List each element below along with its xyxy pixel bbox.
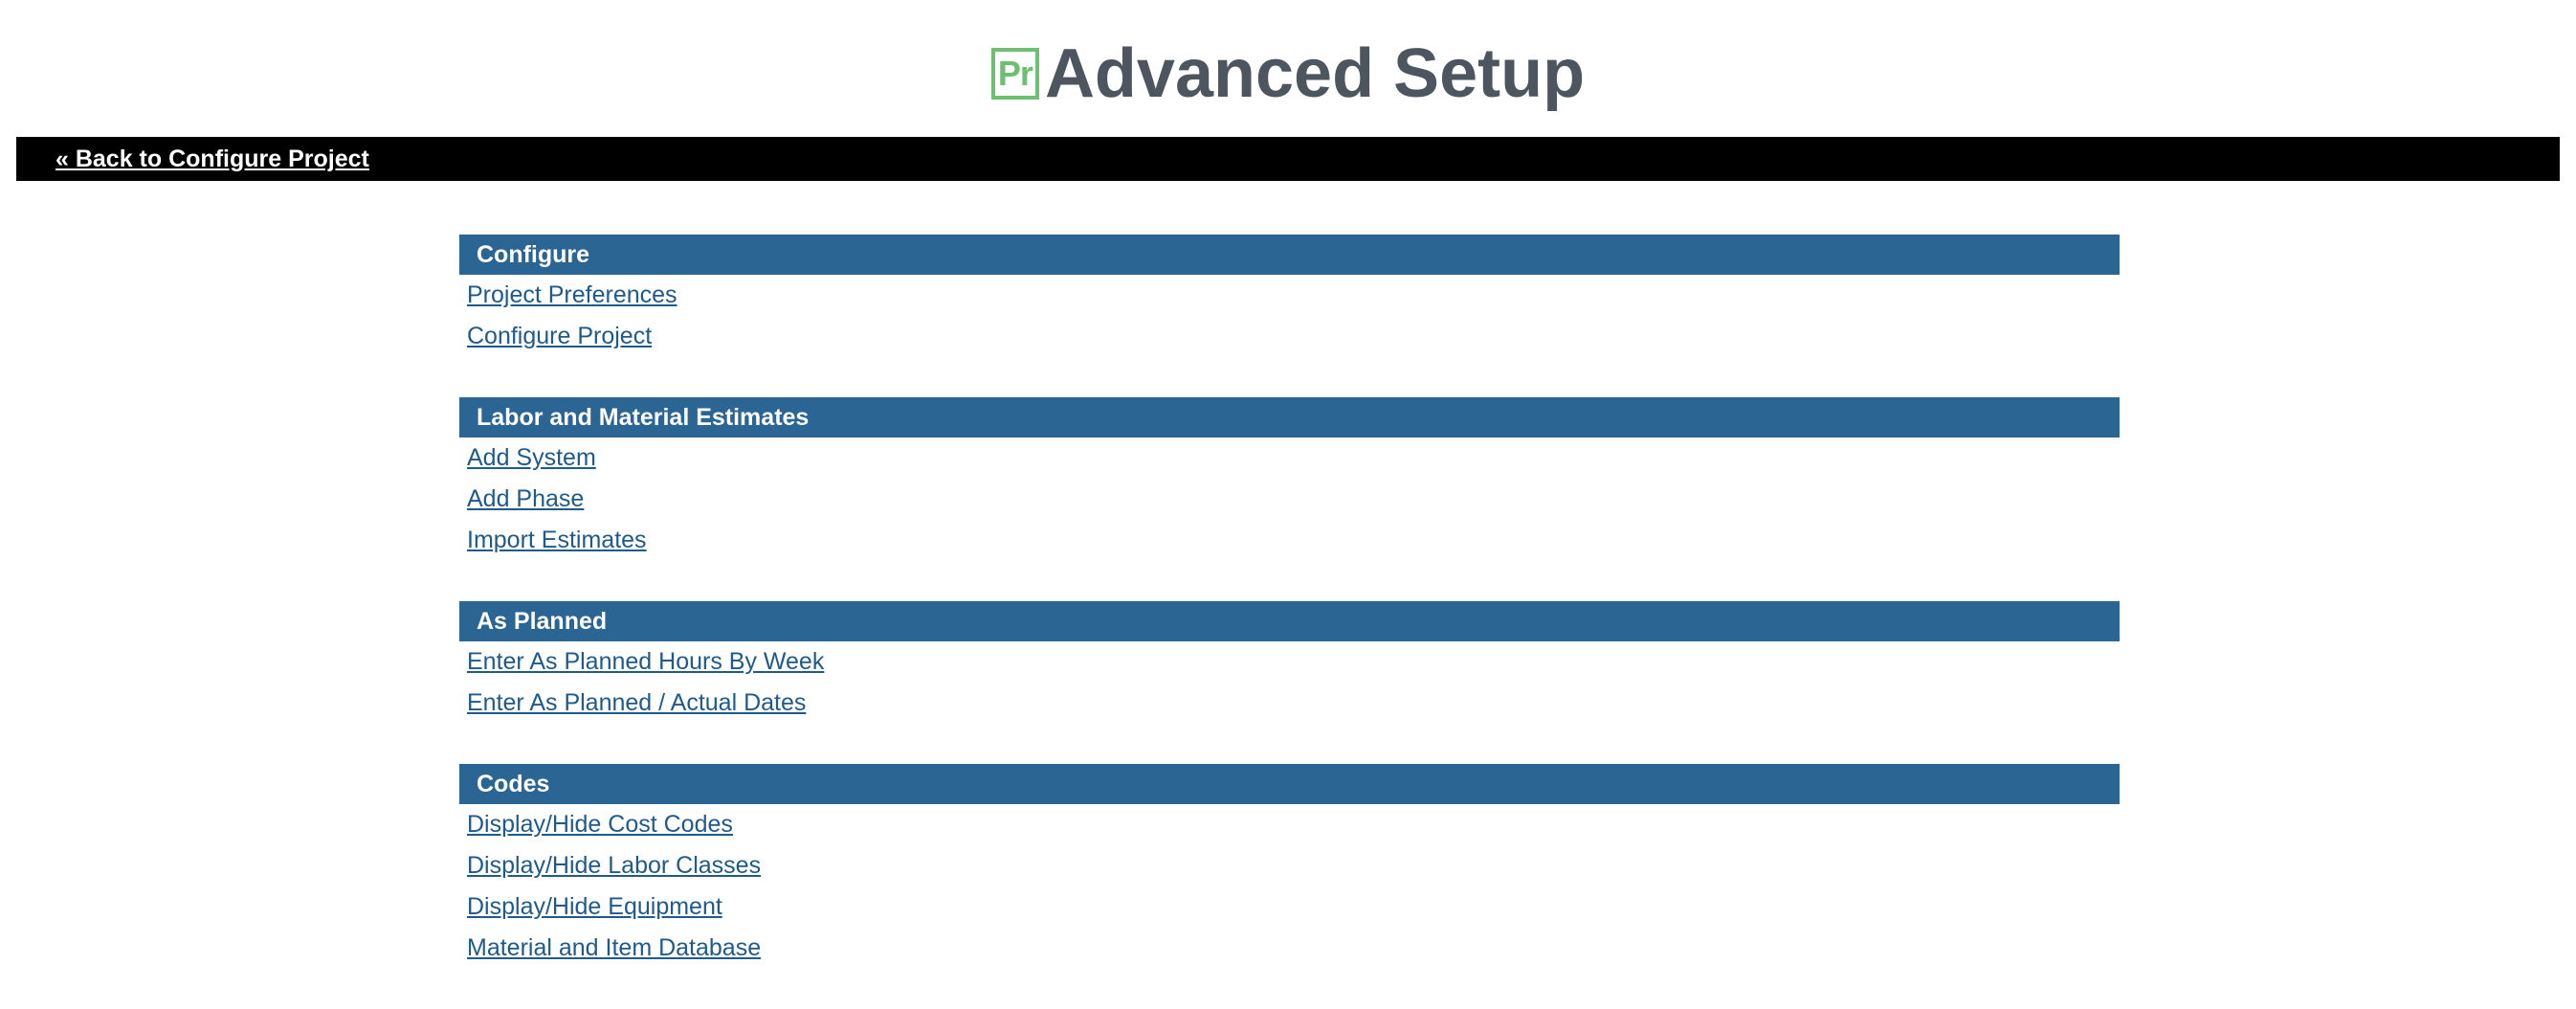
section-header-configure: Configure [459, 235, 2120, 275]
display-hide-cost-codes-link[interactable]: Display/Hide Cost Codes [467, 811, 733, 838]
setup-sections: Configure Project Preferences Configure … [459, 235, 2120, 1009]
section-header-labor-material-estimates: Labor and Material Estimates [459, 397, 2120, 437]
material-item-database-link[interactable]: Material and Item Database [467, 934, 762, 961]
link-list: Enter As Planned Hours By Week Enter As … [459, 641, 2120, 724]
section-codes: Codes Display/Hide Cost Codes Display/Hi… [459, 764, 2120, 969]
list-item: Display/Hide Labor Classes [459, 845, 2120, 886]
link-list: Display/Hide Cost Codes Display/Hide Lab… [459, 804, 2120, 969]
list-item: Display/Hide Cost Codes [459, 804, 2120, 845]
section-header-as-planned: As Planned [459, 601, 2120, 641]
back-to-configure-project-link[interactable]: « Back to Configure Project [56, 146, 369, 172]
page-title: Advanced Setup [1044, 35, 1586, 112]
top-nav-bar: « Back to Configure Project [16, 137, 2560, 181]
display-hide-labor-classes-link[interactable]: Display/Hide Labor Classes [467, 852, 762, 879]
link-list: Add System Add Phase Import Estimates [459, 437, 2120, 561]
section-labor-material-estimates: Labor and Material Estimates Add System … [459, 397, 2120, 561]
list-item: Project Preferences [459, 275, 2120, 316]
section-configure: Configure Project Preferences Configure … [459, 235, 2120, 357]
import-estimates-link[interactable]: Import Estimates [467, 527, 647, 553]
section-header-codes: Codes [459, 764, 2120, 804]
list-item: Add Phase [459, 479, 2120, 520]
add-system-link[interactable]: Add System [467, 444, 596, 471]
app-logo-icon: Pr [990, 48, 1039, 100]
list-item: Enter As Planned / Actual Dates [459, 683, 2120, 724]
configure-project-link[interactable]: Configure Project [467, 323, 653, 349]
list-item: Add System [459, 437, 2120, 479]
add-phase-link[interactable]: Add Phase [467, 485, 585, 512]
list-item: Enter As Planned Hours By Week [459, 641, 2120, 683]
list-item: Display/Hide Equipment [459, 886, 2120, 928]
list-item: Import Estimates [459, 520, 2120, 561]
section-as-planned: As Planned Enter As Planned Hours By Wee… [459, 601, 2120, 724]
display-hide-equipment-link[interactable]: Display/Hide Equipment [467, 893, 722, 920]
list-item: Material and Item Database [459, 928, 2120, 969]
project-preferences-link[interactable]: Project Preferences [467, 281, 677, 308]
page-header: Pr Advanced Setup [0, 31, 2576, 117]
link-list: Project Preferences Configure Project [459, 275, 2120, 357]
enter-as-planned-hours-link[interactable]: Enter As Planned Hours By Week [467, 648, 825, 675]
enter-as-planned-actual-dates-link[interactable]: Enter As Planned / Actual Dates [467, 689, 807, 716]
list-item: Configure Project [459, 316, 2120, 357]
